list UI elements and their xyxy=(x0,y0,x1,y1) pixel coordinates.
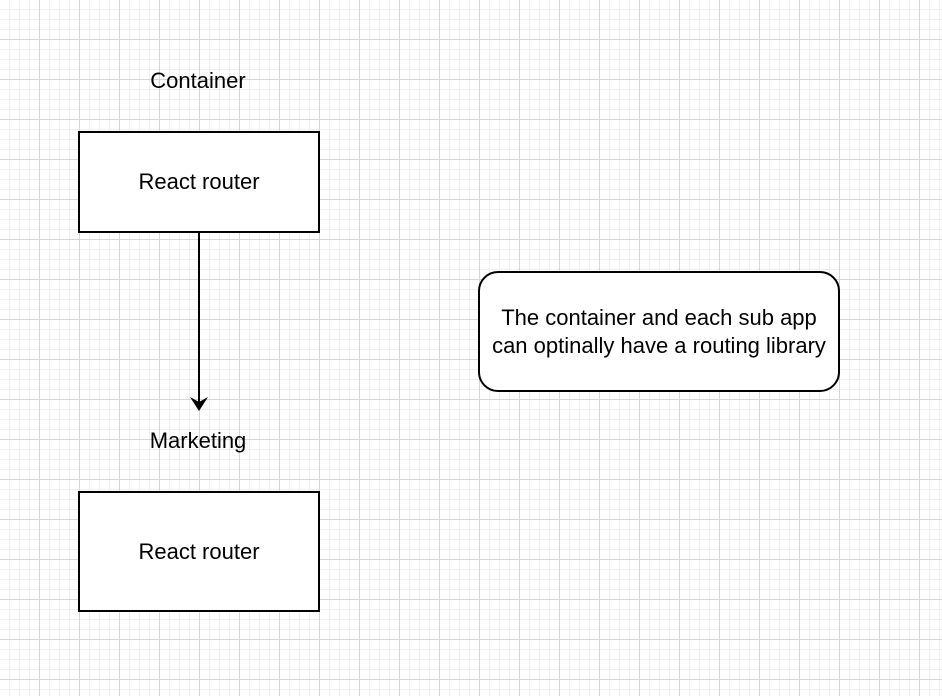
marketing-react-router-text: React router xyxy=(138,538,260,564)
arrowhead-icon xyxy=(190,397,208,411)
container-react-router-text: React router xyxy=(138,169,260,194)
marketing-label: Marketing xyxy=(149,428,247,453)
container-label: Container xyxy=(150,68,246,93)
routing-note-box[interactable]: The container and each sub app can optin… xyxy=(478,271,840,392)
marketing-react-router-box[interactable]: React router xyxy=(78,491,320,612)
container-react-router-box[interactable]: React router xyxy=(78,131,320,233)
routing-note-text: The container and each sub app can optin… xyxy=(492,304,826,358)
